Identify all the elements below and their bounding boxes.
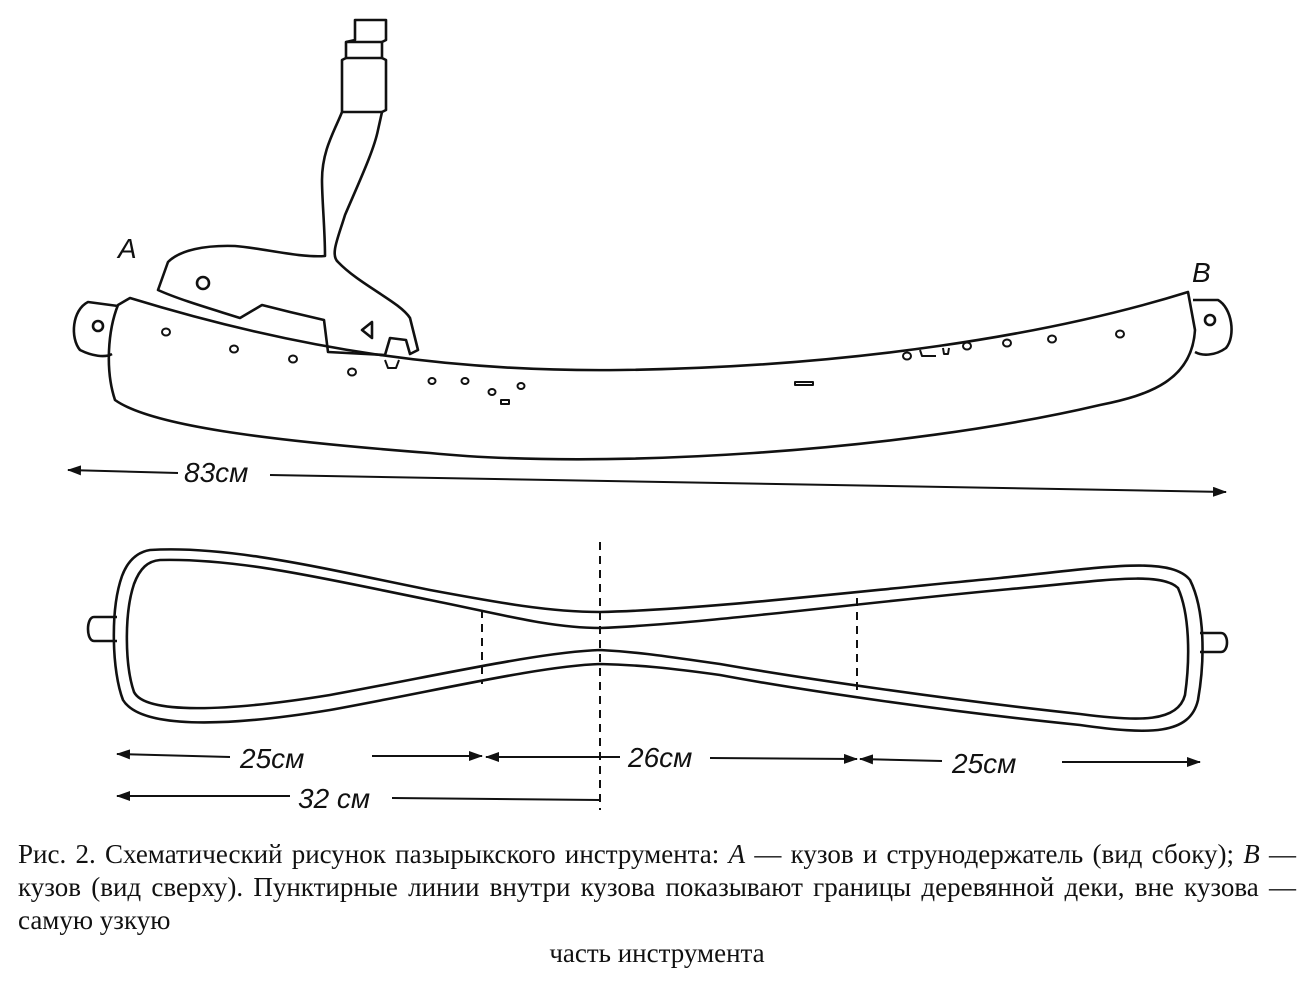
caption-ref-b: В	[1243, 839, 1260, 869]
left-section-label: 25см	[239, 743, 304, 774]
caption-last-line: часть инструмента	[549, 938, 765, 968]
caption-ref-a: А	[728, 839, 746, 869]
body-top-outer	[112, 548, 1204, 732]
dim-narrow-line	[391, 797, 601, 801]
right-section-label: 25см	[951, 748, 1016, 779]
caption-part-3: — кузов (вид сверху). Пунктирные линии в…	[18, 839, 1296, 935]
total-length-line-left	[67, 465, 179, 476]
string-holder	[156, 18, 420, 357]
narrowest-distance-label: 32 см	[298, 783, 370, 814]
middle-section-label: 26см	[627, 742, 692, 773]
dim-right-arrow-1	[859, 754, 943, 765]
top-view	[86, 542, 1229, 810]
caption-part-1: Рис. 2. Схематический рисунок пазырыкско…	[18, 839, 729, 869]
left-peg	[86, 615, 117, 643]
body-holes	[161, 327, 1125, 405]
total-length-label: 83см	[184, 457, 248, 488]
total-length-line-right	[269, 474, 1227, 497]
label-b: B	[1192, 257, 1211, 288]
side-view	[67, 18, 1233, 497]
dim-left-arrow-1	[116, 749, 231, 760]
figure-caption: Рис. 2. Схематический рисунок пазырыкско…	[18, 838, 1296, 970]
dim-mid-arrow-2	[709, 753, 858, 764]
right-peg	[1200, 631, 1229, 654]
right-end-tab	[1193, 298, 1233, 356]
label-a: A	[116, 233, 137, 264]
left-end-tab	[72, 300, 119, 358]
body-side-outline	[107, 290, 1197, 461]
instrument-diagram: A B 83см 25см 26см 25см 32 см	[67, 18, 1233, 814]
body-top-inner	[125, 558, 1190, 720]
caption-part-2: — кузов и струнодержатель (вид сбоку);	[745, 839, 1244, 869]
